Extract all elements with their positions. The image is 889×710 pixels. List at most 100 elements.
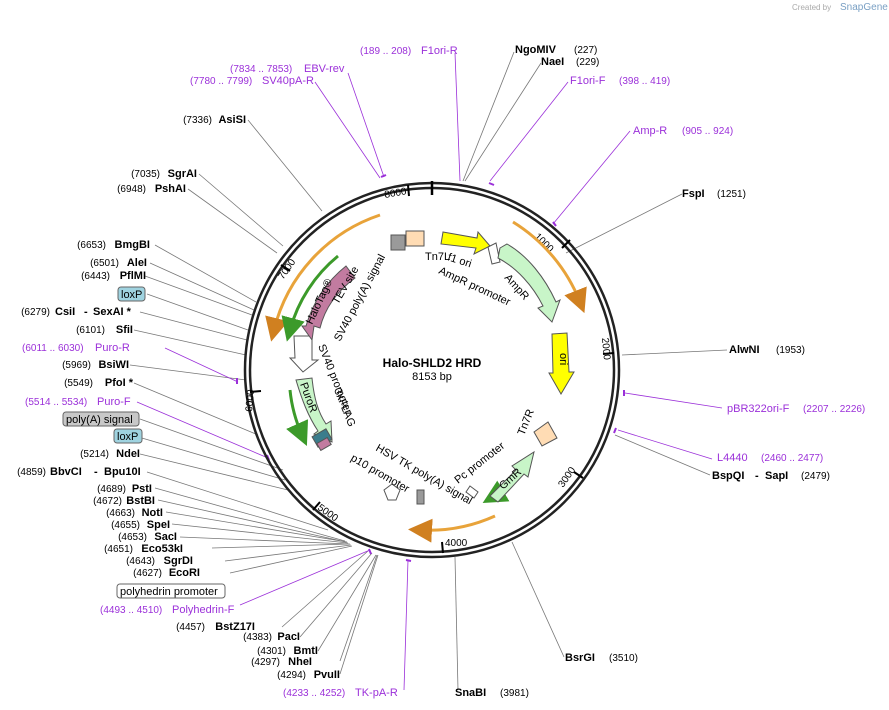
- enzyme-sgrai[interactable]: SgrAI: [168, 168, 197, 180]
- enzyme-csii[interactable]: CsiI: [55, 306, 75, 318]
- primer-sv40pa-r-pos: (7780 .. 7799): [190, 76, 252, 87]
- enzyme-pflmi-pos: (6443): [81, 271, 110, 282]
- gmr-arrow: [489, 450, 535, 503]
- enzyme-bstz17i[interactable]: BstZ17I: [215, 621, 255, 633]
- loxp-box-bottom-label: loxP: [117, 431, 138, 443]
- loxp-box-bottom[interactable]: [113, 428, 143, 444]
- enzyme-bbvci-sep: -: [94, 466, 98, 478]
- ampr-arrow: [497, 243, 561, 323]
- enzyme-bspqi[interactable]: BspQI: [712, 470, 744, 482]
- tn7l-block: [390, 234, 406, 251]
- primer-amp-r[interactable]: Amp-R: [633, 125, 667, 137]
- polya-signal-box[interactable]: [62, 411, 140, 427]
- enzyme-bsrgi-pos: (3510): [609, 653, 638, 664]
- tick-4000: 4000: [445, 538, 468, 549]
- enzyme-csii-pos: (6279): [21, 307, 50, 318]
- loxp-box-top-label: loxP: [121, 289, 142, 301]
- enzyme-bpu10i[interactable]: Bpu10I: [104, 466, 141, 478]
- enzyme-alwni-pos: (1953): [776, 345, 805, 356]
- tick-5000: 5000: [315, 502, 340, 524]
- polyhedrin-promoter-box[interactable]: [116, 583, 226, 599]
- enzyme-sfii-pos: (6101): [76, 325, 105, 336]
- primer-tk-pa-r[interactable]: TK-pA-R: [355, 687, 398, 699]
- enzyme-bsiwi[interactable]: BsiWI: [98, 359, 129, 371]
- enzyme-bmti[interactable]: BmtI: [294, 645, 318, 657]
- enzyme-eco53ki[interactable]: Eco53kI: [141, 543, 183, 555]
- primer-l4440[interactable]: L4440: [717, 452, 748, 464]
- primer-sv40pa-r[interactable]: SV40pA-R: [262, 75, 314, 87]
- enzyme-nhei-pos: (4297): [251, 657, 280, 668]
- primer-polyhedrin-f[interactable]: Polyhedrin-F: [172, 604, 235, 616]
- plasmid-size: 8153 bp: [412, 371, 452, 383]
- enzyme-bstbi[interactable]: BstBI: [126, 495, 155, 507]
- enzyme-pflmi[interactable]: PflMI: [120, 270, 146, 282]
- enzyme-sgrdi[interactable]: SgrDI: [164, 555, 193, 567]
- primer-f1ori-f[interactable]: F1ori-F: [570, 75, 606, 87]
- enzyme-pfoi[interactable]: PfoI *: [105, 377, 134, 389]
- primer-polyhedrin-f-pos: (4493 .. 4510): [100, 605, 162, 616]
- enzyme-sgrai-pos: (7035): [131, 169, 160, 180]
- tick-6000: 6000: [244, 389, 257, 413]
- label-pc-promoter: Pc promoter: [452, 440, 507, 487]
- tn7l-peach-block: [405, 230, 425, 247]
- puror-arrow: [295, 377, 333, 443]
- enzyme-nhei[interactable]: NheI: [288, 656, 312, 668]
- enzyme-sapi[interactable]: SapI: [765, 470, 788, 482]
- enzyme-pvuii[interactable]: PvuII: [314, 669, 340, 681]
- enzyme-snabi[interactable]: SnaBI: [455, 687, 486, 699]
- enzyme-bbvci-pos: (4859): [17, 467, 46, 478]
- primer-puro-f[interactable]: Puro-F: [97, 396, 131, 408]
- enzyme-sexai[interactable]: SexAI *: [93, 306, 132, 318]
- enzyme-bbvci[interactable]: BbvCI: [50, 466, 82, 478]
- enzyme-alei[interactable]: AleI: [127, 257, 147, 269]
- enzyme-naei[interactable]: NaeI: [541, 56, 564, 68]
- primer-puro-r[interactable]: Puro-R: [95, 342, 130, 354]
- enzyme-pshai[interactable]: PshAI: [155, 183, 186, 195]
- enzyme-paci[interactable]: PacI: [277, 631, 300, 643]
- primer-l4440-pos: (2460 .. 2477): [761, 453, 823, 464]
- enzyme-spei[interactable]: SpeI: [147, 519, 170, 531]
- halotag-arrow: [301, 265, 356, 342]
- enzyme-ngomiv-pos: (227): [574, 45, 597, 56]
- primer-amp-r-pos: (905 .. 924): [682, 126, 733, 137]
- primer-f1ori-r[interactable]: F1ori-R: [421, 45, 458, 57]
- tick-2000: 2000: [599, 337, 612, 361]
- enzyme-sfii[interactable]: SfiI: [116, 324, 133, 336]
- hsv-tk-polya-block: [416, 489, 425, 505]
- primer-ebv-rev[interactable]: EBV-rev: [304, 63, 345, 75]
- enzyme-bmgbi[interactable]: BmgBI: [115, 239, 150, 251]
- enzyme-pvuii-pos: (4294): [277, 670, 306, 681]
- enzyme-saci[interactable]: SacI: [154, 531, 177, 543]
- enzyme-bmgbi-pos: (6653): [77, 240, 106, 251]
- created-by-label: Created by: [792, 3, 831, 12]
- enzyme-alwni[interactable]: AlwNI: [729, 344, 760, 356]
- enzyme-leader-lines: [129, 51, 728, 691]
- loxp-box-top[interactable]: [117, 286, 146, 302]
- enzyme-asisi[interactable]: AsiSI: [218, 114, 246, 126]
- primer-ebv-rev-pos: (7834 .. 7853): [230, 64, 292, 75]
- label-ampr-promoter: AmpR promoter: [437, 265, 513, 309]
- enzyme-noti[interactable]: NotI: [142, 507, 163, 519]
- 3xflag-block: [316, 436, 332, 452]
- enzyme-snabi-pos: (3981): [500, 688, 529, 699]
- primer-pbr322ori-f[interactable]: pBR322ori-F: [727, 403, 790, 415]
- enzyme-ecori[interactable]: EcoRI: [169, 567, 200, 579]
- enzyme-psti[interactable]: PstI: [132, 483, 152, 495]
- primer-leader-lines: [136, 52, 723, 691]
- label-puror: PuroR: [297, 381, 319, 414]
- primer-f1ori-r-pos: (189 .. 208): [360, 46, 411, 57]
- p10-promoter-block: [383, 483, 401, 501]
- tick-3000: 3000: [556, 465, 578, 490]
- enzyme-ecori-pos: (4627): [133, 568, 162, 579]
- enzyme-pfoi-pos: (5549): [64, 378, 93, 389]
- enzyme-ndei[interactable]: NdeI: [116, 448, 140, 460]
- f1-ori-arrow: [440, 230, 491, 255]
- enzyme-ngomiv[interactable]: NgoMIV: [515, 44, 557, 56]
- ori-arrow: [548, 332, 575, 395]
- enzyme-pshai-pos: (6948): [117, 184, 146, 195]
- enzyme-bstbi-pos: (4672): [93, 496, 122, 507]
- enzyme-spei-pos: (4655): [111, 520, 140, 531]
- enzyme-fspi[interactable]: FspI: [682, 188, 705, 200]
- enzyme-bsrgi[interactable]: BsrGI: [565, 652, 595, 664]
